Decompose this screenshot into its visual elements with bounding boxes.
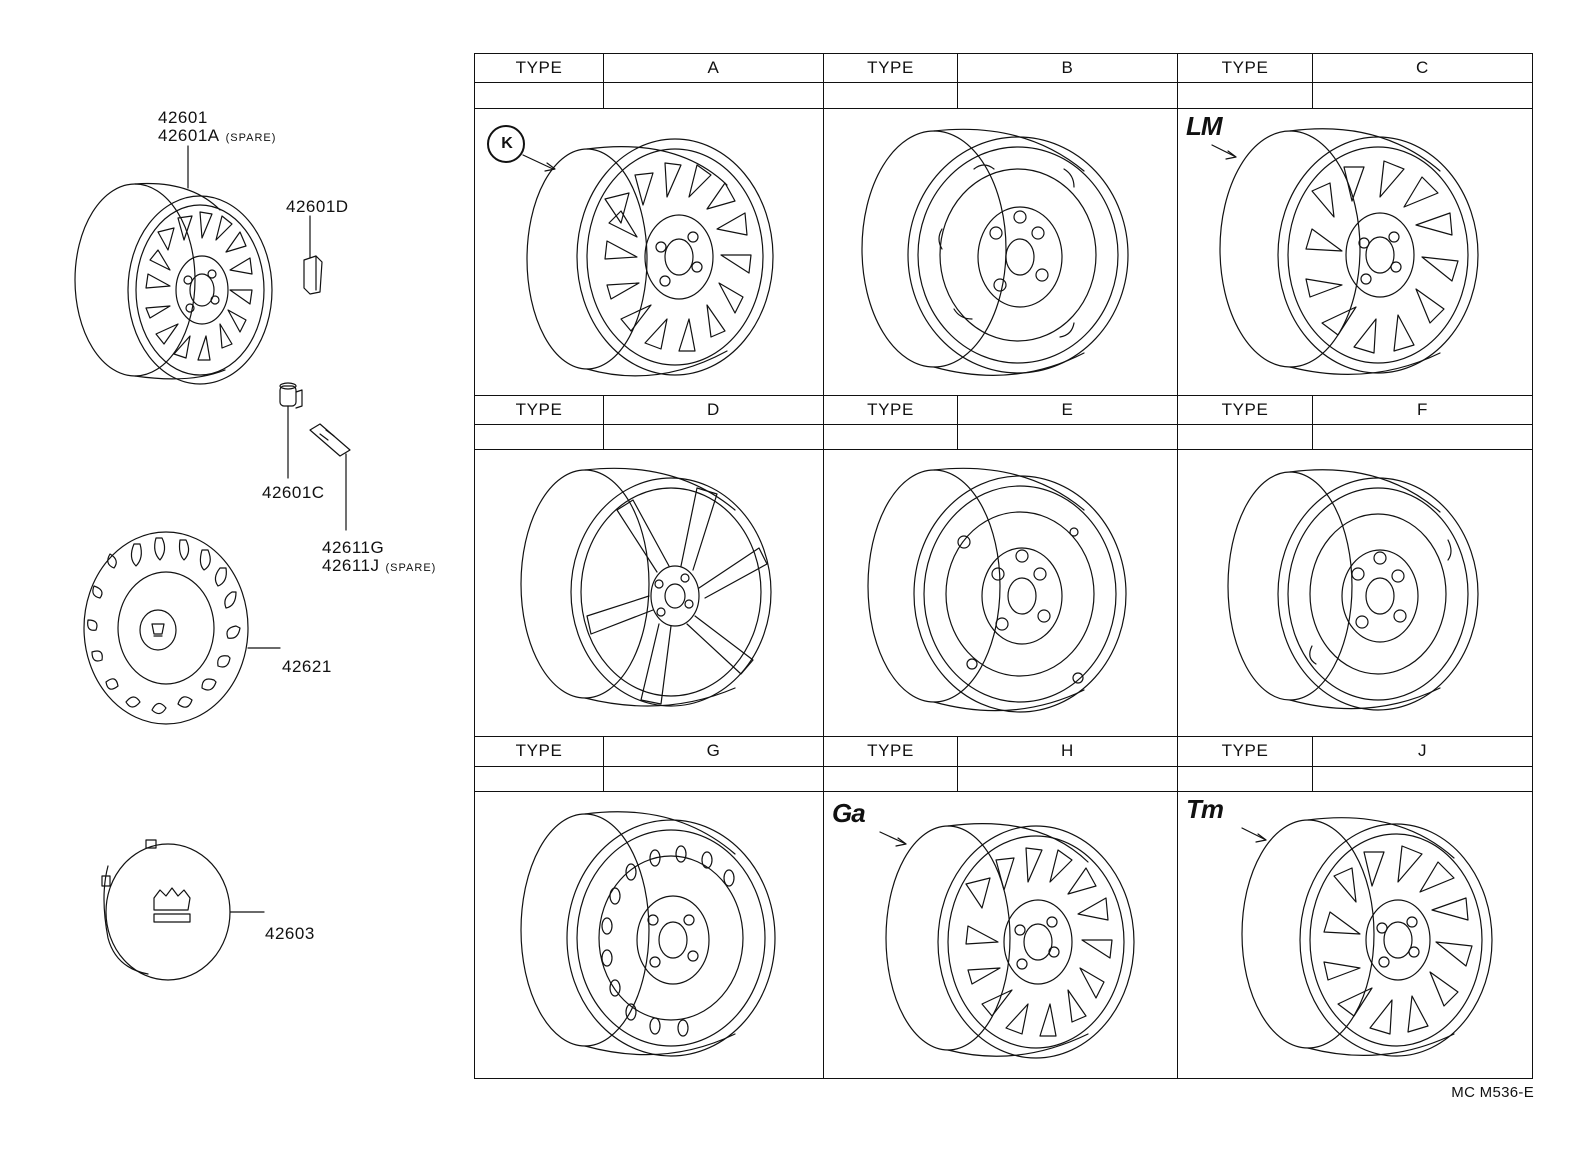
wheel-type-grid: TYPE A TYPE B TYPE C K (474, 52, 1533, 1079)
type-label: TYPE (1177, 736, 1313, 767)
alloy-wheel-c (1211, 127, 1479, 375)
part-number-balance-weight: 42601D (286, 197, 349, 216)
valve-stem-illustration (309, 423, 351, 531)
grid-spacer-row-1 (474, 82, 1533, 109)
grid-header-row-3: TYPE G TYPE H TYPE J (474, 736, 1533, 767)
trim-badge-c: LM (1186, 110, 1223, 141)
spoke-wheel-d (520, 468, 772, 707)
type-code-e: E (957, 394, 1178, 426)
type-code-j: J (1312, 736, 1533, 767)
grid-spacer-row-2 (474, 424, 1533, 451)
type-code-d: D (603, 394, 824, 426)
part-number-valve: 42611G (322, 538, 385, 557)
steel-wheel-b (861, 128, 1129, 376)
trim-badge-a: K (487, 124, 525, 163)
part-number-hub-nut: 42601C (262, 483, 325, 502)
wheel-cover-illustration (83, 531, 281, 725)
trim-badge-h: Ga (832, 798, 866, 829)
hub-nut-illustration (279, 382, 303, 479)
part-number-valve-spare-code: 42611J (322, 556, 380, 575)
wheel-cell-f (1177, 449, 1533, 738)
wheel-cell-g (474, 791, 824, 1079)
type-label: TYPE (474, 394, 604, 426)
type-code-b: B (957, 52, 1178, 84)
part-number-wheel-spare: 42601A (SPARE) (158, 127, 276, 147)
alloy-wheel-a (522, 138, 774, 377)
part-number-valve-spare: 42611J (SPARE) (322, 557, 436, 577)
type-label: TYPE (823, 736, 958, 767)
type-code-a: A (603, 52, 824, 84)
wheel-cell-h: Ga (823, 791, 1178, 1079)
spare-tag-valve: (SPARE) (385, 562, 437, 574)
type-code-g: G (603, 736, 824, 767)
spare-tag: (SPARE) (225, 132, 277, 144)
type-label: TYPE (823, 52, 958, 84)
diagram-code: MC M536-E (1451, 1084, 1534, 1101)
alloy-wheel-h (879, 823, 1135, 1059)
wheel-cell-a: K (474, 107, 824, 396)
center-cap-illustration (101, 839, 265, 981)
wheel-cell-e (823, 449, 1178, 738)
balance-weight-illustration (303, 215, 323, 295)
part-number-center-cap: 42603 (265, 924, 315, 943)
type-code-h: H (957, 736, 1178, 767)
type-code-f: F (1312, 394, 1533, 426)
type-label: TYPE (474, 52, 604, 84)
steel-wheel-holes-g (520, 811, 776, 1057)
grid-image-row-2 (474, 449, 1533, 738)
type-code-c: C (1312, 52, 1533, 84)
trim-badge-j: Tm (1186, 794, 1224, 825)
alloy-wheel-j (1241, 817, 1493, 1057)
type-label: TYPE (1177, 394, 1313, 426)
grid-image-row-1: K (474, 107, 1533, 396)
steel-wheel-e (867, 468, 1127, 713)
part-number-wheel-spare-code: 42601A (158, 126, 220, 145)
wheel-cell-c: LM (1177, 107, 1533, 396)
steel-wheel-f (1227, 469, 1479, 711)
grid-image-row-3: Ga Tm (474, 791, 1533, 1079)
wheel-illustration (74, 145, 273, 385)
wheel-cell-b (823, 107, 1178, 396)
part-number-wheel-cover: 42621 (282, 657, 332, 676)
type-label: TYPE (474, 736, 604, 767)
type-label: TYPE (823, 394, 958, 426)
wheel-cell-d (474, 449, 824, 738)
grid-header-row-1: TYPE A TYPE B TYPE C (474, 52, 1533, 84)
wheel-cell-j: Tm (1177, 791, 1533, 1079)
part-number-wheel: 42601 (158, 108, 208, 127)
type-label: TYPE (1177, 52, 1313, 84)
grid-header-row-2: TYPE D TYPE E TYPE F (474, 394, 1533, 426)
grid-spacer-row-3 (474, 765, 1533, 793)
